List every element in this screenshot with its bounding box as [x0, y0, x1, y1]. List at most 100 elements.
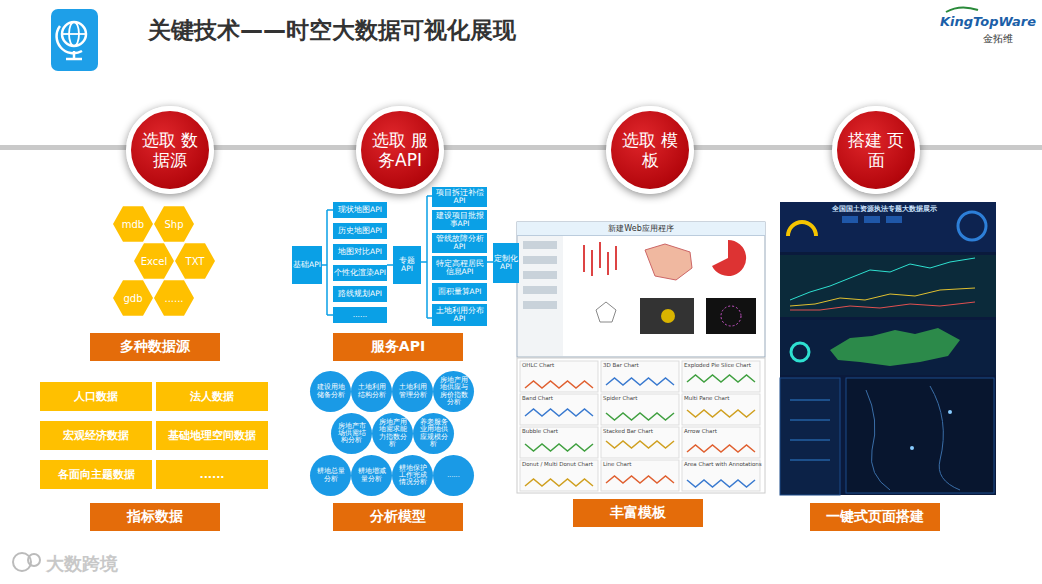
data-box: 宏观经济数据 — [40, 421, 152, 450]
node-text: 耕地增减量分析 — [356, 468, 387, 482]
step-circle: 搭建 页面 — [832, 106, 920, 194]
api-box: 管线故障分析API — [432, 233, 487, 253]
caption-bar: 一键式页面搭建 — [810, 503, 940, 531]
node-text: 多种数据源 — [120, 338, 190, 356]
template-window: 新建Web应用程序 — [517, 222, 765, 357]
format-hexagon: gdb — [113, 279, 153, 317]
node-text: 项目拆迁补偿API — [433, 189, 486, 206]
caption-bar: 丰富模板 — [573, 499, 703, 527]
model-circle: 耕地增减量分析 — [351, 455, 392, 496]
api-box: 现状地图API — [333, 202, 387, 218]
node-text: 地图对比API — [334, 248, 386, 256]
api-box: 路线规划API — [333, 286, 387, 302]
node-text: ...... — [199, 468, 224, 481]
text-label: Bubble Chart — [522, 428, 558, 434]
node-text: Excel — [141, 256, 168, 267]
step-circle: 选取 模板 — [606, 106, 694, 194]
node-text: 土地利用分布API — [433, 307, 486, 324]
api-box: 建设项目批报事API — [432, 210, 487, 230]
text-label: Arrow Chart — [684, 428, 717, 434]
caption-bar: 指标数据 — [90, 503, 220, 531]
node-text: 房地产市场供需结构分析 — [336, 423, 367, 444]
model-circle: ...... — [433, 455, 474, 496]
step-circle: 选取 数据源 — [126, 106, 214, 194]
text-label: Stacked Bar Chart — [603, 428, 653, 434]
text-label: Exploded Pie Slice Chart — [684, 362, 751, 368]
model-circle: 养老服务业用地供应规模分析 — [413, 413, 454, 454]
node-text: 新建Web应用程序 — [517, 222, 765, 236]
data-box: ...... — [156, 460, 268, 489]
node-text: 专题API — [394, 257, 420, 274]
node-text: 一键式页面搭建 — [826, 508, 924, 526]
api-box: 基础API — [292, 246, 322, 284]
node-text: 个性化渲染API — [334, 269, 386, 277]
model-circle: 房地产用地需求能力指数分析 — [372, 413, 413, 454]
node-text: 特定高程居民信息API — [433, 260, 486, 277]
text-label: OHLC Chart — [522, 362, 554, 368]
format-hexagon: Excel — [134, 242, 174, 280]
node-text: 选取 模板 — [616, 130, 684, 171]
format-hexagon: Shp — [154, 205, 194, 243]
text-label: 金拓维 — [983, 32, 1013, 46]
node-text: 丰富模板 — [610, 504, 666, 522]
node-text: ...... — [334, 311, 386, 319]
caption-bar: 服务API — [333, 333, 463, 361]
node-text: TXT — [186, 256, 205, 267]
api-box: 面积量算API — [432, 283, 487, 301]
node-text: 人口数据 — [74, 389, 118, 404]
model-circle: 土地利用结构分析 — [351, 371, 392, 412]
text-label: Multi Pane Chart — [684, 395, 729, 401]
node-text: Shp — [164, 219, 183, 230]
node-text: ...... — [164, 293, 183, 304]
model-circle: 房地产市场供需结构分析 — [331, 413, 372, 454]
node-text: 指标数据 — [127, 508, 183, 526]
api-box: 定制化API — [493, 243, 519, 283]
data-box: 各面向主题数据 — [40, 460, 152, 489]
node-text: 基础API — [293, 261, 321, 269]
node-text: 分析模型 — [370, 508, 426, 526]
api-box: 土地利用分布API — [432, 304, 487, 326]
format-hexagon: TXT — [175, 242, 215, 280]
node-text: 各面向主题数据 — [58, 467, 135, 482]
format-hexagon: ...... — [154, 279, 194, 317]
node-text: 基础地理空间数据 — [168, 428, 256, 443]
node-text: 房地产用地需求能力指数分析 — [377, 419, 408, 448]
text-label: Spider Chart — [603, 395, 638, 401]
node-text: 土地利用管理分析 — [397, 384, 428, 398]
api-box: 个性化渲染API — [333, 265, 387, 281]
node-text: 历史地图API — [334, 227, 386, 235]
node-text: mdb — [122, 219, 144, 230]
data-box: 基础地理空间数据 — [156, 421, 268, 450]
model-circle: 耕地总量分析 — [310, 455, 351, 496]
node-text: ...... — [438, 472, 469, 479]
text-label: KingTopWare — [940, 14, 1036, 29]
node-text: 土地利用结构分析 — [356, 384, 387, 398]
text-label: Band Chart — [522, 395, 553, 401]
model-circle: 土地利用管理分析 — [392, 371, 433, 412]
caption-bar: 多种数据源 — [90, 333, 220, 361]
data-box: 人口数据 — [40, 382, 152, 411]
node-text: 耕地总量分析 — [315, 468, 346, 482]
node-text: 建设项目批报事API — [433, 212, 486, 229]
node-text: 房地产用地供应与房价指数分析 — [438, 377, 469, 406]
text-label: 3D Bar Chart — [603, 362, 639, 368]
text-label: Line Chart — [603, 461, 631, 467]
node-text: 宏观经济数据 — [63, 428, 129, 443]
text-label: 大数跨境 — [46, 552, 118, 576]
node-text: 养老服务业用地供应规模分析 — [418, 419, 449, 448]
api-box: 历史地图API — [333, 223, 387, 239]
slide-title: 关键技术——时空大数据可视化展现 — [148, 15, 516, 46]
node-text: 管线故障分析API — [433, 235, 486, 252]
format-hexagon: mdb — [113, 205, 153, 243]
text-label: 全国国土资源执法专题大数据展示 — [832, 205, 937, 214]
node-text: 面积量算API — [433, 288, 486, 296]
node-text: 选取 服务API — [366, 130, 434, 171]
step-circle: 选取 服务API — [356, 106, 444, 194]
text-label: Area Chart with Annotations — [684, 461, 762, 467]
node-text: 选取 数据源 — [136, 130, 204, 171]
node-text: 服务API — [371, 338, 425, 356]
node-text: 法人数据 — [190, 389, 234, 404]
node-text: gdb — [123, 293, 142, 304]
node-text: 现状地图API — [334, 206, 386, 214]
